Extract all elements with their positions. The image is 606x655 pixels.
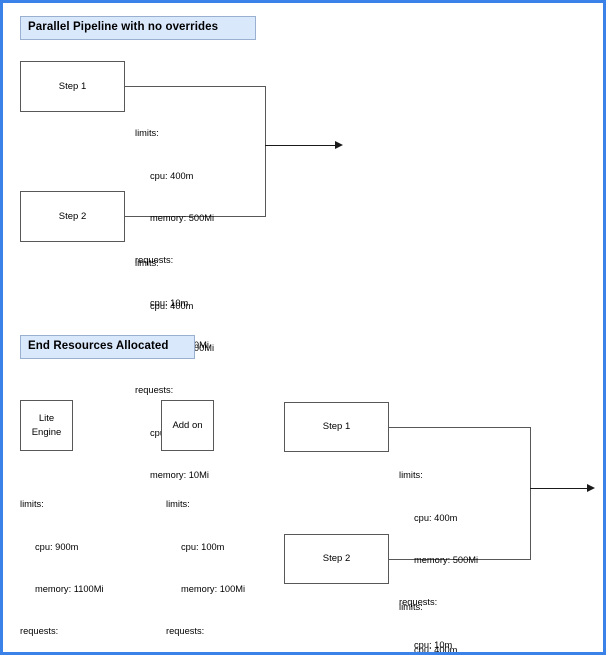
limits-label: limits: bbox=[399, 602, 423, 613]
limits-cpu: cpu: 400m bbox=[414, 512, 458, 523]
requests-label: requests: bbox=[399, 597, 438, 608]
limits-label: limits: bbox=[135, 128, 159, 139]
node-lite-engine[interactable]: Lite Engine bbox=[20, 400, 73, 451]
node-bottom-step-2[interactable]: Step 2 bbox=[284, 534, 389, 584]
node-add-on[interactable]: Add on bbox=[161, 400, 214, 451]
connector-bottom-step1-horizontal bbox=[389, 427, 531, 428]
node-label-line1: Lite bbox=[38, 412, 55, 424]
node-label: Step 2 bbox=[58, 210, 87, 222]
section-header-end-resources: End Resources Allocated bbox=[20, 335, 195, 359]
connector-bottom-merge-vertical bbox=[530, 427, 531, 560]
node-label: Step 1 bbox=[322, 421, 351, 433]
requests-label: requests: bbox=[166, 626, 205, 637]
limits-memory: memory: 500Mi bbox=[150, 213, 215, 223]
arrow-top-output-line bbox=[265, 145, 335, 146]
resources-add-on: limits: cpu: 100m memory: 100Mi requests… bbox=[166, 469, 246, 652]
limits-cpu: cpu: 400m bbox=[414, 644, 458, 655]
limits-memory: memory: 1100Mi bbox=[35, 584, 104, 594]
requests-label: requests: bbox=[135, 255, 174, 266]
resources-lite-engine: limits: cpu: 900m memory: 1100Mi request… bbox=[20, 469, 104, 652]
node-label: Step 1 bbox=[58, 80, 87, 92]
limits-cpu: cpu: 400m bbox=[150, 300, 194, 311]
limits-memory: memory: 500Mi bbox=[414, 555, 479, 565]
requests-memory: memory: 10Mi bbox=[150, 470, 209, 481]
resources-bottom-step-2: limits: cpu: 400m memory: 500Mi requests… bbox=[399, 572, 478, 655]
connector-bottom-step2-horizontal bbox=[389, 559, 531, 560]
connector-top-merge-vertical bbox=[265, 86, 266, 217]
limits-label: limits: bbox=[166, 499, 190, 510]
node-label: Add on bbox=[172, 419, 203, 431]
resources-bottom-step-1: limits: cpu: 400m memory: 500Mi requests… bbox=[399, 440, 479, 652]
connector-top-step2-horizontal bbox=[125, 216, 266, 217]
node-label: Step 2 bbox=[322, 553, 351, 565]
limits-label: limits: bbox=[399, 470, 423, 481]
node-top-step-1[interactable]: Step 1 bbox=[20, 61, 125, 112]
limits-cpu: cpu: 900m bbox=[35, 541, 79, 552]
requests-cpu: cpu: 10m bbox=[150, 297, 189, 308]
limits-label: limits: bbox=[20, 499, 44, 510]
requests-label: requests: bbox=[20, 626, 59, 637]
requests-label: requests: bbox=[135, 385, 174, 396]
limits-memory: memory: 100Mi bbox=[181, 584, 246, 594]
node-top-step-2[interactable]: Step 2 bbox=[20, 191, 125, 242]
arrow-top-output-head bbox=[335, 141, 343, 149]
arrow-bottom-output-head bbox=[587, 484, 595, 492]
limits-label: limits: bbox=[135, 258, 159, 269]
section-header-parallel-pipeline: Parallel Pipeline with no overrides bbox=[20, 16, 256, 40]
requests-cpu: cpu: 10m bbox=[414, 639, 453, 650]
node-bottom-step-1[interactable]: Step 1 bbox=[284, 402, 389, 452]
node-label-line2: Engine bbox=[31, 426, 62, 438]
limits-cpu: cpu: 400m bbox=[150, 170, 194, 181]
arrow-bottom-output-line bbox=[530, 488, 588, 489]
limits-cpu: cpu: 100m bbox=[181, 541, 225, 552]
connector-top-step1-horizontal bbox=[125, 86, 266, 87]
